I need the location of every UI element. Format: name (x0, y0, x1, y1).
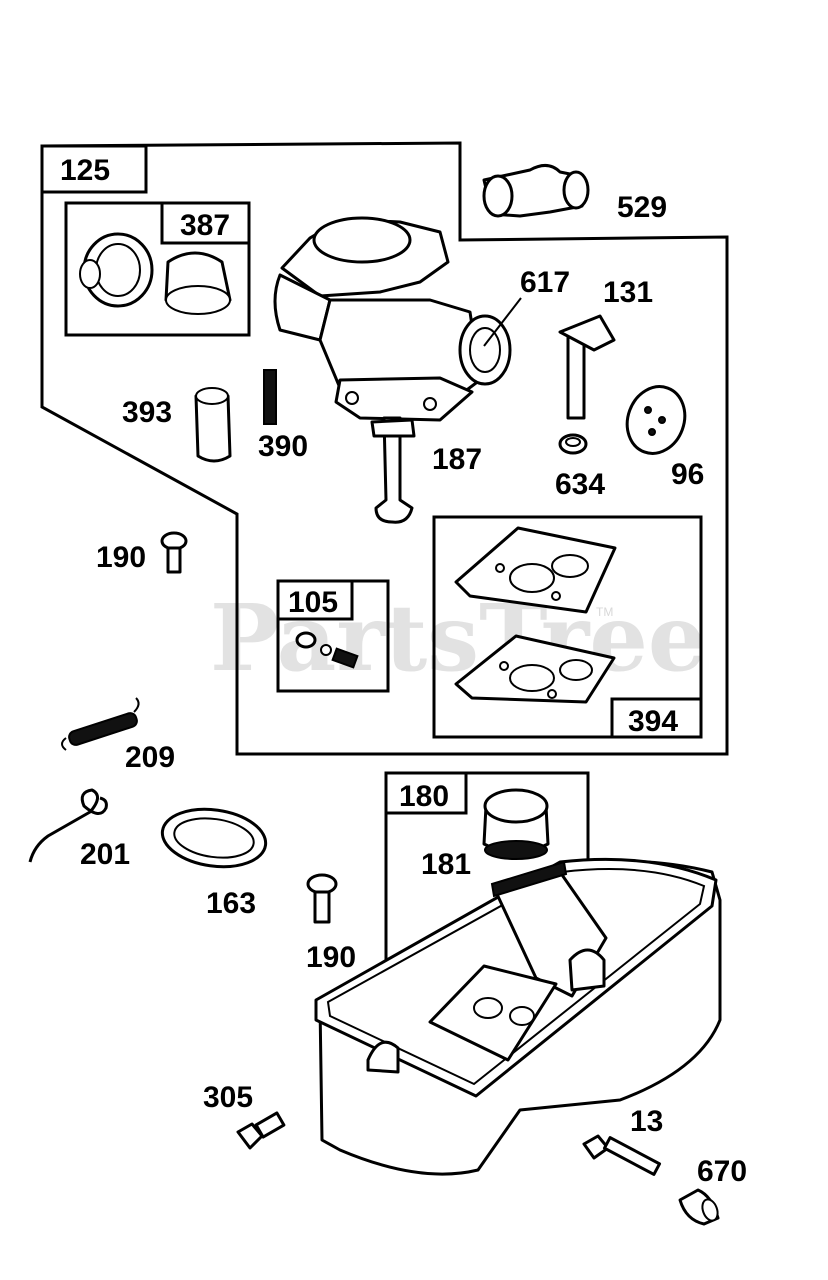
gasket-upper-part[interactable] (454, 526, 617, 614)
part-label-163: 163 (206, 887, 256, 920)
kit-394-box[interactable]: 394 (610, 697, 703, 739)
part-label-617: 617 (520, 266, 570, 299)
part-label-187: 187 (432, 443, 482, 476)
pump-diaphragm-part[interactable] (194, 387, 232, 463)
watermark-trademark: TM (596, 605, 613, 619)
kit-394-outline (432, 515, 703, 739)
part-label-201: 201 (80, 838, 130, 871)
cup-seal-part[interactable] (79, 232, 154, 308)
part-label-190-upper: 190 (96, 541, 146, 574)
part-label-13: 13 (630, 1105, 663, 1138)
pump-cup-part[interactable] (164, 251, 232, 315)
link-201-part[interactable] (28, 788, 108, 863)
part-label-529: 529 (617, 191, 667, 224)
kit-387-box[interactable]: 387 (160, 201, 251, 245)
part-label-670: 670 (697, 1155, 747, 1188)
kit-387-outline (64, 201, 251, 337)
screw-305-part[interactable] (236, 1111, 286, 1150)
part-label-634: 634 (555, 468, 605, 501)
fuel-cap-part[interactable] (482, 788, 550, 860)
elbow-part[interactable] (482, 164, 590, 218)
screw-190-lower-part[interactable] (306, 873, 338, 924)
part-label-305: 305 (203, 1081, 253, 1114)
fuel-tank-part[interactable] (314, 857, 722, 1176)
carburetor-kit-box[interactable]: 125 (40, 144, 148, 194)
kit-180-outline (384, 771, 590, 970)
leader-617 (483, 297, 522, 347)
part-label-393: 393 (122, 396, 172, 429)
gasket-lower-part[interactable] (454, 634, 616, 704)
part-label-181: 181 (421, 848, 471, 881)
part-label-96: 96 (671, 458, 704, 491)
needle-seat-part[interactable] (295, 631, 359, 669)
screw-190-upper-part[interactable] (160, 531, 188, 574)
gasket-163-part[interactable] (159, 803, 270, 873)
kit-125-label: 125 (60, 154, 110, 187)
part-label-390: 390 (258, 430, 308, 463)
seal-634-part[interactable] (558, 433, 588, 455)
pin-390-part[interactable] (263, 369, 277, 425)
carburetor-kit-outline (40, 141, 729, 756)
spacer-670-part[interactable] (678, 1188, 720, 1226)
throttle-shaft-part[interactable] (558, 314, 616, 420)
part-label-131: 131 (603, 276, 653, 309)
kit-180-box[interactable]: 180 (384, 771, 468, 815)
carburetor-part[interactable] (273, 216, 512, 524)
part-label-190-lower: 190 (306, 941, 356, 974)
part-label-209: 209 (125, 741, 175, 774)
watermark: PartsTree (210, 584, 706, 692)
kit-394-label: 394 (628, 705, 678, 738)
kit-180-label: 180 (399, 780, 449, 813)
governor-spring-part[interactable] (61, 697, 140, 751)
diaphragm-96-part[interactable] (618, 378, 694, 461)
kit-105-box[interactable]: 105 (276, 579, 354, 621)
kit-387-label: 387 (180, 209, 230, 242)
kit-105-label: 105 (288, 586, 338, 619)
bolt-13-part[interactable] (582, 1134, 662, 1176)
